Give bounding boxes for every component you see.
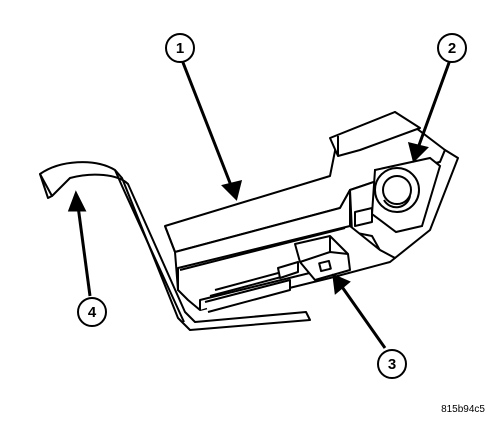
svg-text:3: 3 <box>388 356 396 373</box>
svg-text:4: 4 <box>88 304 97 321</box>
arrowhead-3 <box>332 273 351 295</box>
arrowhead-4 <box>67 190 87 212</box>
mounting-eyelet <box>370 156 442 234</box>
callout-4: 4 <box>77 297 107 327</box>
leader-1 <box>180 59 234 189</box>
mounting-bracket <box>39 161 311 331</box>
callout-3: 3 <box>377 349 407 379</box>
svg-text:2: 2 <box>448 40 456 57</box>
leader-3 <box>338 283 387 349</box>
callout-2: 2 <box>437 33 467 63</box>
connector-tab <box>277 235 351 281</box>
callout-1: 1 <box>165 33 195 63</box>
arrowhead-1 <box>221 179 243 201</box>
leader-arrows <box>67 59 452 349</box>
leader-4 <box>76 205 92 297</box>
leader-2 <box>416 59 452 149</box>
svg-text:1: 1 <box>176 40 184 57</box>
arrowhead-2 <box>407 141 429 163</box>
figure-code: 815b94c5 <box>441 404 485 415</box>
